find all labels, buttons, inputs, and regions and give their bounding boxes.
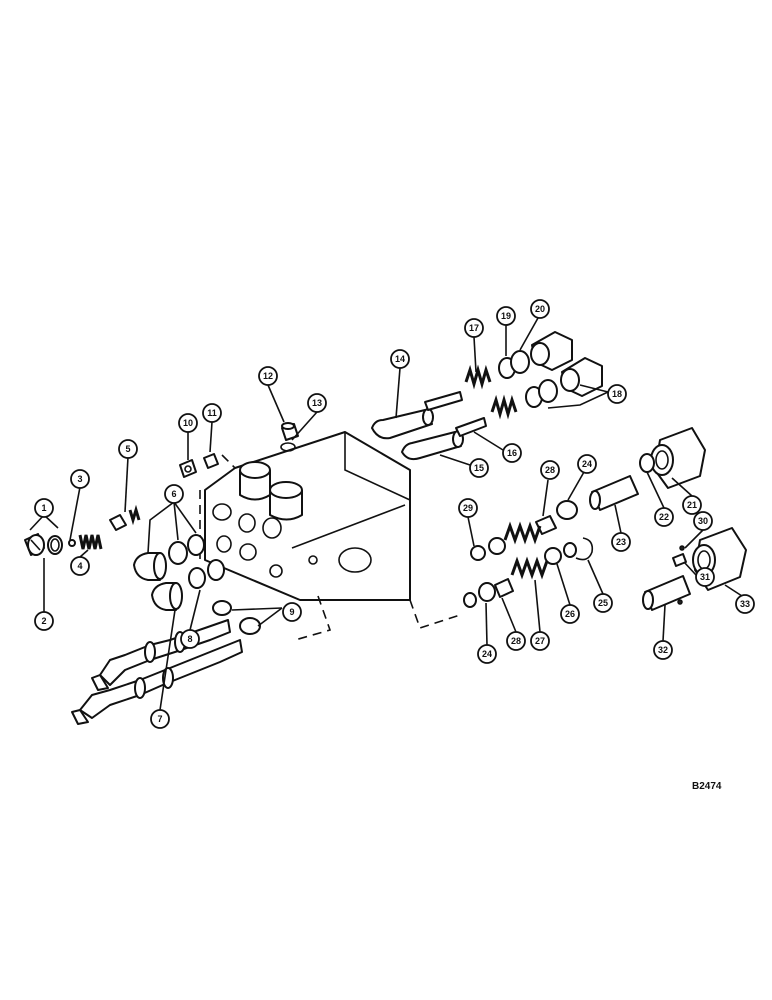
callout-6: 6	[164, 484, 184, 504]
svg-text:33: 33	[740, 599, 750, 609]
valve-body	[199, 431, 461, 641]
callout-25: 25	[593, 593, 613, 613]
callout-31: 31	[695, 567, 715, 587]
figure-reference: B2474	[692, 781, 722, 792]
callout-3: 3	[70, 469, 90, 489]
svg-text:15: 15	[474, 463, 484, 473]
svg-text:28: 28	[511, 636, 521, 646]
svg-text:5: 5	[125, 444, 130, 454]
svg-text:16: 16	[507, 448, 517, 458]
svg-text:11: 11	[207, 408, 217, 418]
svg-text:14: 14	[395, 354, 405, 364]
relief-valves	[464, 331, 603, 420]
svg-text:31: 31	[700, 572, 710, 582]
callout-2: 2	[34, 611, 54, 631]
svg-text:8: 8	[187, 634, 192, 644]
callout-11: 11	[202, 403, 222, 423]
callout-10: 10	[178, 413, 198, 433]
svg-text:25: 25	[598, 598, 608, 608]
callout-24-lower: 24	[477, 644, 497, 664]
callout-26: 26	[560, 604, 580, 624]
svg-text:29: 29	[463, 503, 473, 513]
callout-21: 21	[682, 495, 702, 515]
callout-28: 28	[540, 460, 560, 480]
callout-4: 4	[70, 556, 90, 576]
callout-8: 8	[180, 629, 200, 649]
svg-text:18: 18	[612, 389, 622, 399]
callout-15: 15	[469, 458, 489, 478]
svg-text:17: 17	[469, 323, 479, 333]
svg-text:9: 9	[289, 607, 294, 617]
callout-5: 5	[118, 439, 138, 459]
svg-text:21: 21	[687, 500, 697, 510]
callout-32: 32	[653, 640, 673, 660]
callout-30: 30	[693, 511, 713, 531]
pistons	[371, 391, 487, 461]
svg-text:26: 26	[565, 609, 575, 619]
port-plugs	[133, 534, 261, 635]
svg-text:27: 27	[535, 636, 545, 646]
svg-text:12: 12	[263, 371, 273, 381]
leader-lines	[29, 317, 743, 711]
valve-spools	[71, 619, 243, 725]
plug-assembly-left	[24, 504, 141, 556]
callout-20: 20	[530, 299, 550, 319]
svg-text:22: 22	[659, 512, 669, 522]
callout-22: 22	[654, 507, 674, 527]
callout-17: 17	[464, 318, 484, 338]
svg-text:19: 19	[501, 311, 511, 321]
callout-16: 16	[502, 443, 522, 463]
svg-text:6: 6	[171, 489, 176, 499]
callout-7: 7	[150, 709, 170, 729]
callout-1: 1	[34, 498, 54, 518]
svg-text:3: 3	[77, 474, 82, 484]
callout-24: 24	[577, 454, 597, 474]
svg-text:7: 7	[157, 714, 162, 724]
svg-text:1: 1	[41, 503, 46, 513]
svg-text:2: 2	[41, 616, 46, 626]
svg-text:13: 13	[312, 398, 322, 408]
svg-text:24: 24	[582, 459, 592, 469]
callout-29: 29	[458, 498, 478, 518]
svg-text:32: 32	[658, 645, 668, 655]
callout-9: 9	[282, 602, 302, 622]
callout-19: 19	[496, 306, 516, 326]
svg-text:20: 20	[535, 304, 545, 314]
detent-assembly	[463, 427, 747, 611]
svg-text:10: 10	[183, 418, 193, 428]
callout-28-lower: 28	[506, 631, 526, 651]
svg-text:4: 4	[77, 561, 82, 571]
callout-27: 27	[530, 631, 550, 651]
svg-text:23: 23	[616, 537, 626, 547]
top-small-parts	[179, 422, 299, 478]
callout-12: 12	[258, 366, 278, 386]
callout-23: 23	[611, 532, 631, 552]
svg-text:28: 28	[545, 465, 555, 475]
svg-text:24: 24	[482, 649, 492, 659]
callout-18: 18	[607, 384, 627, 404]
callout-14: 14	[390, 349, 410, 369]
callout-13: 13	[307, 393, 327, 413]
callout-33: 33	[735, 594, 755, 614]
svg-text:30: 30	[698, 516, 708, 526]
